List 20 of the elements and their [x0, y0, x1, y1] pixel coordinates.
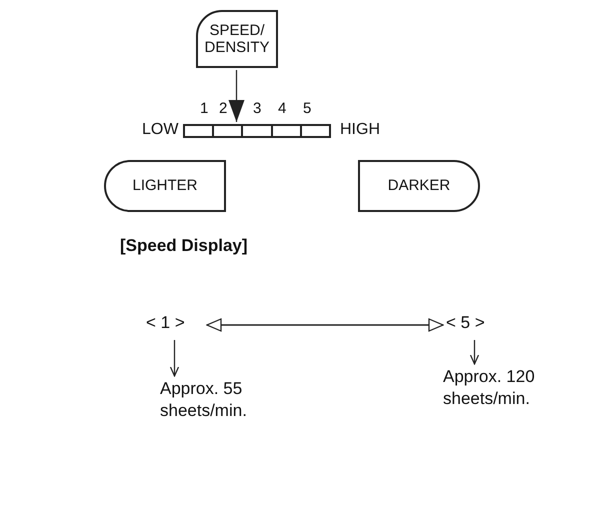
scale-end-label: HIGH [340, 121, 380, 139]
scale-end-label: LOW [142, 121, 178, 139]
key-button: LIGHTER [104, 160, 226, 212]
speed-text: < 1 > [146, 312, 185, 334]
section-heading: [Speed Display] [120, 236, 248, 256]
scale-number: 4 [278, 100, 286, 117]
scale-number: 1 [200, 100, 208, 117]
speed-text: Approx. 55 sheets/min. [160, 378, 290, 422]
arrow [206, 318, 444, 332]
scale-number: 3 [253, 100, 262, 117]
arrow [228, 70, 244, 122]
key-button: SPEED/ DENSITY [196, 10, 278, 68]
arrow [170, 340, 180, 377]
arrow [470, 340, 480, 365]
density-scale-bar [183, 124, 331, 138]
speed-text: < 5 > [446, 312, 485, 334]
scale-number: 2 [219, 100, 228, 117]
key-button: DARKER [358, 160, 480, 212]
scale-number: 5 [303, 100, 312, 117]
speed-text: Approx. 120 sheets/min. [443, 366, 573, 410]
